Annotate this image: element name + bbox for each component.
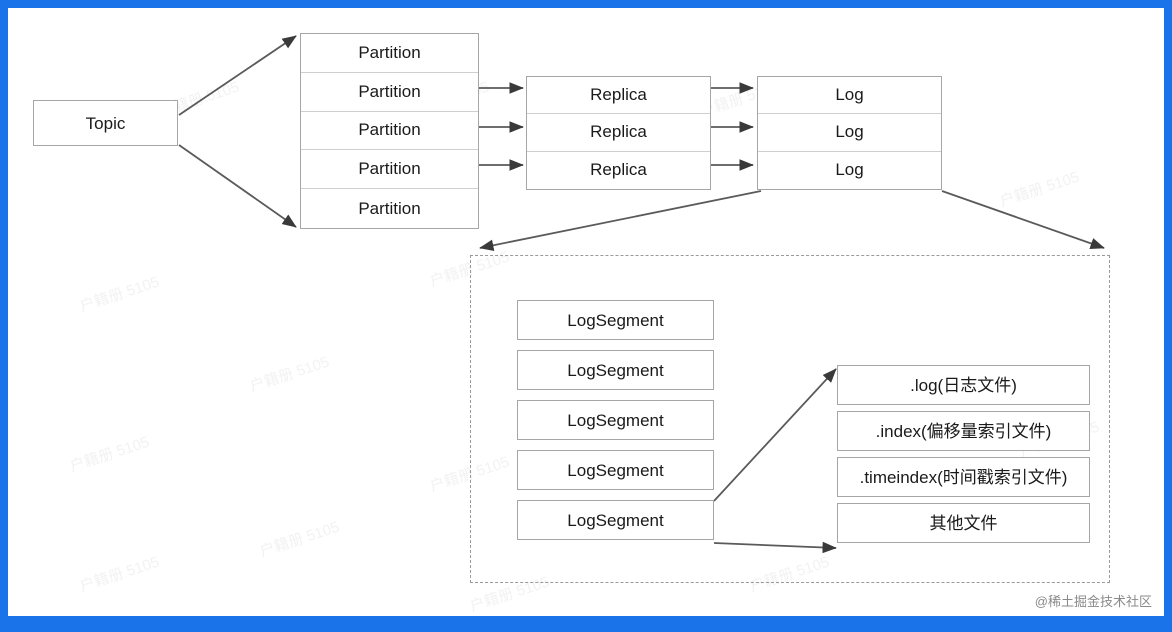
log-segment-box-label: LogSegment (567, 510, 664, 530)
partition-row-4[interactable]: Partition (301, 150, 478, 190)
replica-row-label: Replica (590, 160, 647, 180)
arrow-log-to-detail-left (479, 190, 762, 251)
partition-row-1[interactable]: Partition (301, 34, 478, 73)
log-detail-dashed-container (470, 255, 1110, 583)
partition-row-label: Partition (358, 120, 421, 140)
diagram-canvas: 户籍册 5105 户籍册 5105 户籍册 5105 户籍册 5105 户籍册 5105… (8, 8, 1164, 616)
partition-row-5[interactable]: Partition (301, 189, 478, 228)
log-row-2[interactable]: Log (758, 114, 941, 152)
log-segment-box-label: LogSegment (567, 410, 664, 430)
watermark-2: 户籍册 5105 (247, 353, 332, 396)
watermark-13: 户籍册 5105 (997, 168, 1082, 211)
partition-row-label: Partition (358, 81, 421, 101)
log-row-label: Log (835, 122, 864, 142)
topic-label: Topic (85, 113, 126, 133)
log-segment-box-4[interactable]: LogSegment (517, 450, 714, 490)
segment-file-box-4[interactable]: 其他文件 (837, 503, 1090, 543)
segment-file-box-2[interactable]: .index(偏移量索引文件) (837, 411, 1090, 451)
segment-file-box-label: .timeindex(时间戳索引文件) (859, 467, 1068, 487)
log-row-label: Log (835, 160, 864, 180)
log-segment-box-label: LogSegment (567, 460, 664, 480)
replica-row-label: Replica (590, 85, 647, 105)
partition-row-label: Partition (358, 159, 421, 179)
segment-file-box-3[interactable]: .timeindex(时间戳索引文件) (837, 457, 1090, 497)
arrow-topic-to-partition-bottom (178, 144, 297, 228)
watermark-3: 户籍册 5105 (67, 433, 152, 476)
log-segment-box-2[interactable]: LogSegment (517, 350, 714, 390)
watermark-1: 户籍册 5105 (77, 273, 162, 316)
partition-row-label: Partition (358, 42, 421, 62)
log-segment-box-3[interactable]: LogSegment (517, 400, 714, 440)
site-credit: @稀土掘金技术社区 (1034, 594, 1152, 609)
log-segment-box-1[interactable]: LogSegment (517, 300, 714, 340)
segment-file-box-label: .log(日志文件) (910, 375, 1017, 395)
partition-row-3[interactable]: Partition (301, 112, 478, 151)
segment-file-box-1[interactable]: .log(日志文件) (837, 365, 1090, 405)
replica-row-1[interactable]: Replica (527, 77, 710, 115)
segment-file-box-label: .index(偏移量索引文件) (875, 421, 1052, 441)
log-segment-box-label: LogSegment (567, 360, 664, 380)
watermark-4: 户籍册 5105 (257, 518, 342, 561)
log-row-label: Log (835, 85, 864, 105)
log-row-1[interactable]: Log (758, 77, 941, 115)
topic-box[interactable]: Topic (33, 100, 178, 146)
segment-file-box-label: 其他文件 (929, 513, 998, 533)
replica-row-label: Replica (590, 122, 647, 142)
log-row-3[interactable]: Log (758, 152, 941, 189)
partition-row-label: Partition (358, 198, 421, 218)
partition-row-2[interactable]: Partition (301, 73, 478, 112)
log-segment-box-5[interactable]: LogSegment (517, 500, 714, 540)
log-segment-box-label: LogSegment (567, 310, 664, 330)
replica-row-2[interactable]: Replica (527, 114, 710, 152)
segment-file-list: .log(日志文件) .index(偏移量索引文件) .timeindex(时间戳索… (837, 365, 1090, 553)
watermark-5: 户籍册 5105 (77, 553, 162, 596)
replica-row-3[interactable]: Replica (527, 152, 710, 189)
